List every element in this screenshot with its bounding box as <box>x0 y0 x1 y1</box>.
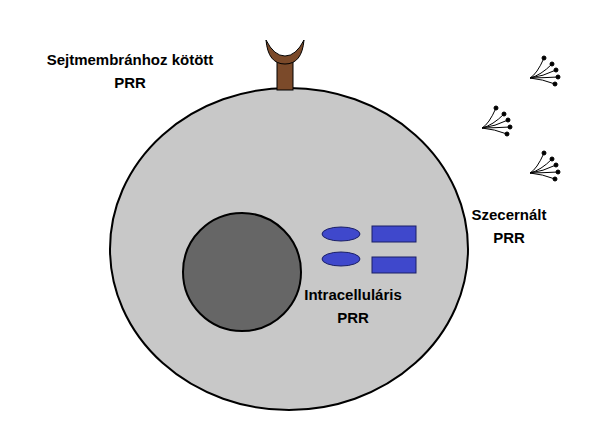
nucleus <box>183 213 301 331</box>
region-label: Intracelluláris PRR <box>291 283 416 329</box>
membrane-receptor <box>266 40 304 90</box>
cell-body <box>110 88 468 410</box>
region-label: Sejtmembránhoz kötött PRR <box>35 48 225 94</box>
secreted-receptors <box>482 56 560 181</box>
intracellular-receptors <box>322 226 416 273</box>
region-label: Szecernált PRR <box>462 203 557 249</box>
